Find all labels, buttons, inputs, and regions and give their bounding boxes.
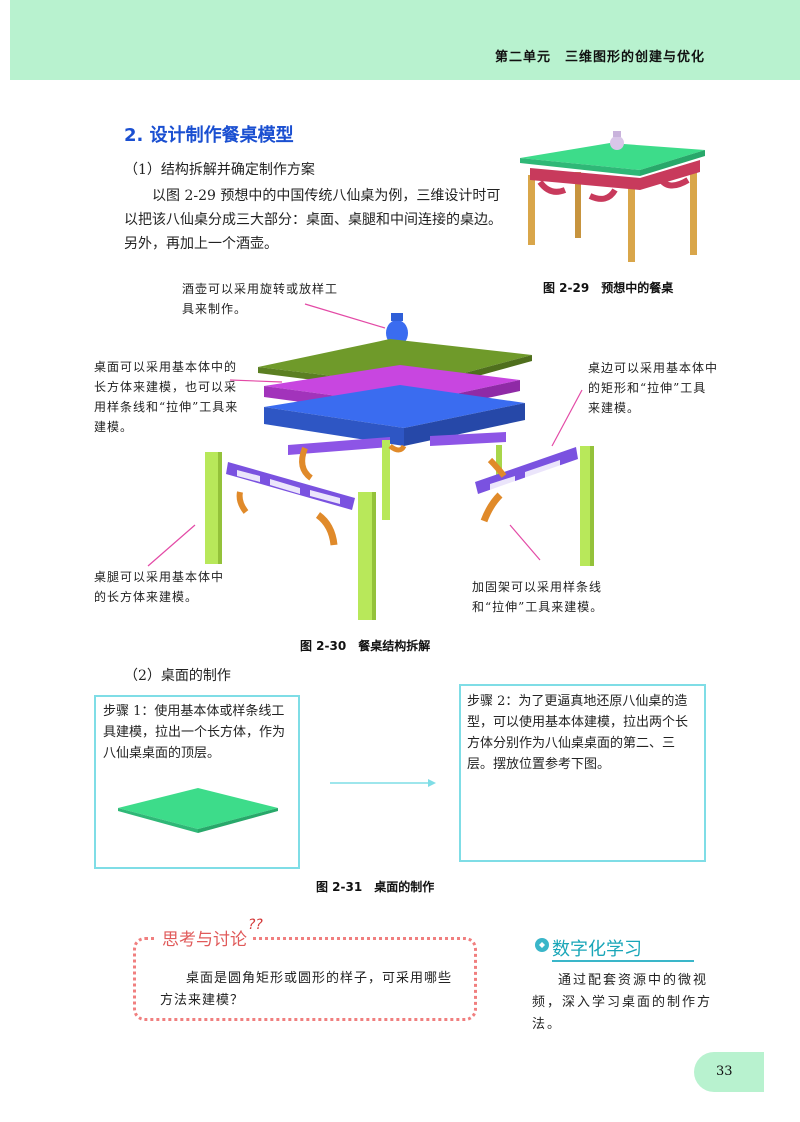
page-number: 33 [716, 1064, 733, 1079]
note-flask: 酒壶可以采用旋转或放样工具来制作。 [182, 282, 339, 316]
page-tab [694, 1052, 764, 1092]
step-2-text: 步骤 2：为了更逼真地还原八仙桌的造型，可以使用基本体建模，拉出两个长方体分别作… [467, 694, 689, 772]
step-1-box [94, 695, 300, 869]
think-discuss-box [133, 937, 477, 1021]
digital-learning-icon [535, 938, 549, 952]
callout-line-edge [551, 389, 583, 447]
section-title: 2. 设计制作餐桌模型 [124, 125, 294, 146]
flask-shape [386, 320, 408, 346]
step-2-box [459, 684, 706, 862]
question-marks-icon: ?? [248, 917, 263, 933]
figure-2-31-caption: 图 2-31 桌面的制作 [316, 880, 435, 894]
note-legs: 桌腿可以采用基本体中的长方体来建模。 [94, 570, 225, 604]
callout-line-brace [509, 524, 541, 561]
note-brace: 加固架可以采用样条线和“拉伸”工具来建模。 [472, 580, 604, 614]
subsection-title-1: （1）结构拆解并确定制作方案 [124, 162, 315, 178]
callout-line-legs [147, 524, 196, 567]
subsection-title-2: （2）桌面的制作 [124, 668, 231, 684]
think-discuss-text: 桌面是圆角矩形或圆形的样子，可采用哪些方法来建模？ [160, 971, 453, 1008]
figure-2-30-caption: 图 2-30 餐桌结构拆解 [300, 639, 431, 653]
digital-learning-text: 通过配套资源中的微视频，深入学习桌面的制作方法。 [532, 973, 713, 1032]
think-discuss-title: 思考与讨论 [156, 925, 253, 950]
header-band [10, 0, 800, 80]
intro-paragraph: 以图 2-29 预想中的中国传统八仙桌为例，三维设计时可以把该八仙桌分成三大部分… [124, 188, 502, 252]
step-1-text: 步骤 1：使用基本体或样条线工具建模，拉出一个长方体，作为八仙桌桌面的顶层。 [103, 704, 286, 761]
digital-learning-underline [552, 960, 694, 962]
note-edge: 桌边可以采用基本体中的矩形和“拉伸”工具来建模。 [588, 361, 719, 415]
note-top: 桌面可以采用基本体中的长方体来建模，也可以采用样条线和“拉伸”工具来建模。 [94, 360, 239, 434]
figure-2-29-caption: 图 2-29 预想中的餐桌 [543, 281, 674, 295]
unit-title: 第二单元 三维图形的创建与优化 [494, 50, 705, 65]
digital-learning-title: 数字化学习 [552, 939, 642, 960]
